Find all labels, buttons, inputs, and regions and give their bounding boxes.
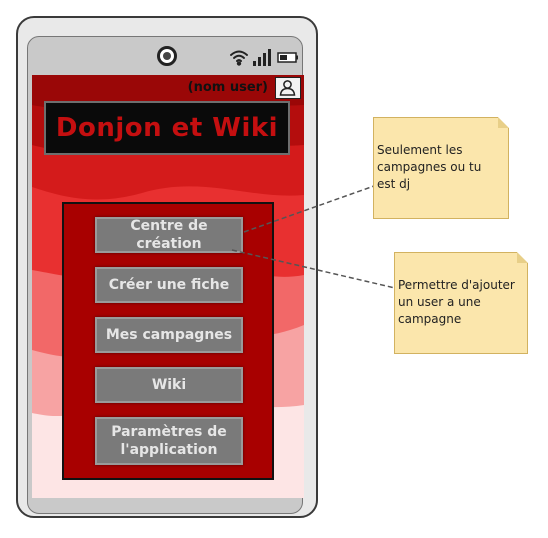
app-settings-button[interactable]: Paramètres de l'application (95, 417, 243, 465)
battery-icon (277, 52, 298, 63)
user-name-label: (nom user) (187, 80, 268, 95)
main-menu-panel: Centre de création Créer une fiche Mes c… (62, 202, 274, 480)
annotation-note: Seulement les campagnes ou tu est dj (373, 117, 509, 219)
create-sheet-button[interactable]: Créer une fiche (95, 267, 243, 303)
wiki-button[interactable]: Wiki (95, 367, 243, 403)
my-campaigns-button[interactable]: Mes campagnes (95, 317, 243, 353)
app-title-banner: Donjon et Wiki (44, 101, 290, 155)
status-bar-icons (230, 49, 298, 66)
annotation-note: Permettre d'ajouter un user a une campag… (394, 252, 528, 354)
creation-center-button[interactable]: Centre de création (95, 217, 243, 253)
camera-icon (157, 46, 177, 66)
user-icon (279, 80, 296, 96)
user-avatar-button[interactable] (275, 77, 301, 99)
app-screen: (nom user) Donjon et Wiki Centre de créa… (32, 75, 304, 498)
signal-icon (253, 49, 271, 66)
app-title: Donjon et Wiki (55, 113, 279, 143)
wifi-icon (230, 50, 248, 66)
